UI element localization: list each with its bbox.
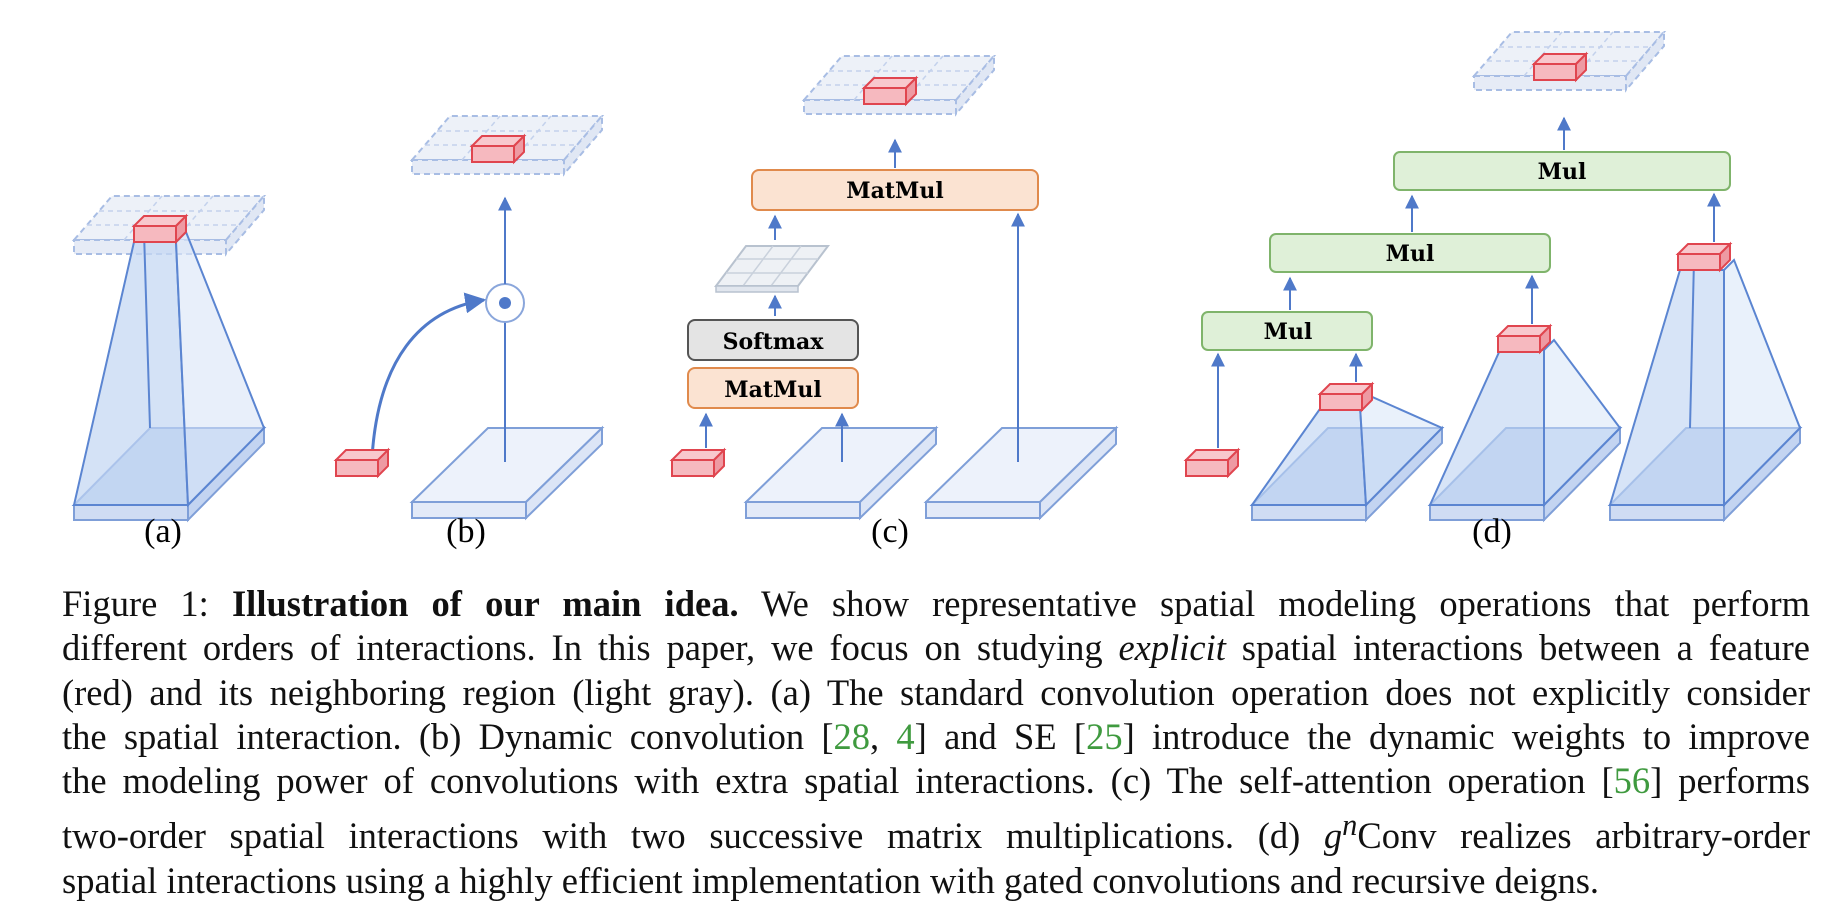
- receptive-field: [72, 230, 266, 521]
- caption-text: two-order spatial interactions with two …: [62, 815, 1301, 857]
- feature-cube-1: [1319, 383, 1373, 411]
- caption-line-3: (red) and its neighboring region (light …: [62, 671, 1810, 715]
- caption-line-7: spatial interactions using a highly effi…: [62, 859, 1810, 903]
- caption-line-2: different orders of interactions. In thi…: [62, 626, 1810, 670]
- caption-line-1: Figure 1: Illustration of our main idea.…: [62, 582, 1810, 626]
- mul-label-2: Mul: [1386, 241, 1435, 267]
- citation-link[interactable]: 56: [1613, 760, 1651, 802]
- feature-cube-3: [1677, 243, 1731, 271]
- caption-line-6: two-order spatial interactions with two …: [62, 803, 1810, 858]
- mul-label-1: Mul: [1264, 319, 1313, 345]
- citation-link[interactable]: 25: [1086, 715, 1123, 757]
- caption-text: We show representative spatial modeling …: [761, 583, 1810, 624]
- matmul-label-bottom: MatMul: [724, 377, 821, 403]
- softmax-label: Softmax: [723, 329, 825, 355]
- panel-a: [72, 195, 266, 521]
- panel-label-d: (d): [1472, 513, 1512, 550]
- receptive-field-2: [1428, 338, 1622, 521]
- caption-line-4: the spatial interaction. (b) Dynamic con…: [62, 715, 1810, 759]
- output-feature-cube: [471, 135, 525, 163]
- mul-label-3: Mul: [1538, 159, 1587, 185]
- feature-cube-input: [1185, 449, 1239, 477]
- output-feature-cube: [863, 77, 917, 105]
- figure-illustration: (a) (b) MatMul Softmax MatM: [72, 31, 1802, 550]
- feature-cube: [133, 215, 187, 243]
- caption-text: ] performs: [1650, 760, 1810, 802]
- mul-box-3: [1393, 151, 1731, 191]
- caption-text: different orders of interactions. In thi…: [62, 627, 1103, 669]
- feature-cube-2: [1497, 325, 1551, 353]
- softmax-box: [687, 319, 859, 361]
- mul-box-1: [1201, 311, 1373, 351]
- caption-text: Conv realizes arbitrary-order: [1357, 815, 1811, 857]
- mul-box-2: [1269, 233, 1551, 273]
- caption-prefix: Figure 1:: [62, 583, 209, 624]
- receptive-field-3: [1608, 258, 1802, 521]
- figure-caption: Figure 1: Illustration of our main idea.…: [62, 582, 1810, 903]
- receptive-field-1: [1250, 394, 1444, 521]
- caption-text: the spatial interaction. (b) Dynamic con…: [62, 715, 834, 757]
- caption-math-g: g: [1323, 815, 1343, 857]
- caption-text: spatial interactions using a highly effi…: [62, 859, 1600, 901]
- citation-link[interactable]: 4: [896, 715, 915, 757]
- output-feature-cube: [1533, 53, 1587, 81]
- attention-map: [714, 245, 830, 293]
- caption-line-5: the modeling power of convolutions with …: [62, 759, 1810, 803]
- matmul-box-top: [751, 169, 1039, 211]
- panel-c: MatMul Softmax MatMul: [671, 55, 1117, 519]
- caption-text: ] and SE [: [914, 715, 1087, 757]
- caption-text: the modeling power of convolutions with …: [62, 760, 1614, 802]
- panel-b: [335, 115, 603, 519]
- caption-title: Illustration of our main idea.: [231, 583, 739, 624]
- caption-math-n: n: [1342, 808, 1358, 843]
- panel-d: Mul Mul Mul: [1185, 31, 1802, 521]
- panel-label-b: (b): [446, 513, 486, 550]
- caption-text: (red) and its neighboring region (light …: [62, 671, 1810, 713]
- input-slab: [411, 427, 603, 519]
- citation-link[interactable]: 28: [833, 715, 871, 757]
- caption-emphasis: explicit: [1118, 627, 1226, 669]
- caption-text: ] introduce the dynamic weights to impro…: [1122, 715, 1810, 757]
- matmul-box-bottom: [687, 367, 859, 409]
- caption-text: ,: [870, 715, 897, 757]
- feature-cube: [671, 449, 725, 477]
- input-slab-2: [925, 427, 1117, 519]
- panel-label-a: (a): [144, 513, 182, 550]
- panel-label-c: (c): [871, 513, 909, 550]
- matmul-label-top: MatMul: [846, 178, 943, 204]
- caption-text: spatial interactions between a feature: [1241, 627, 1810, 669]
- feature-cube: [335, 449, 389, 477]
